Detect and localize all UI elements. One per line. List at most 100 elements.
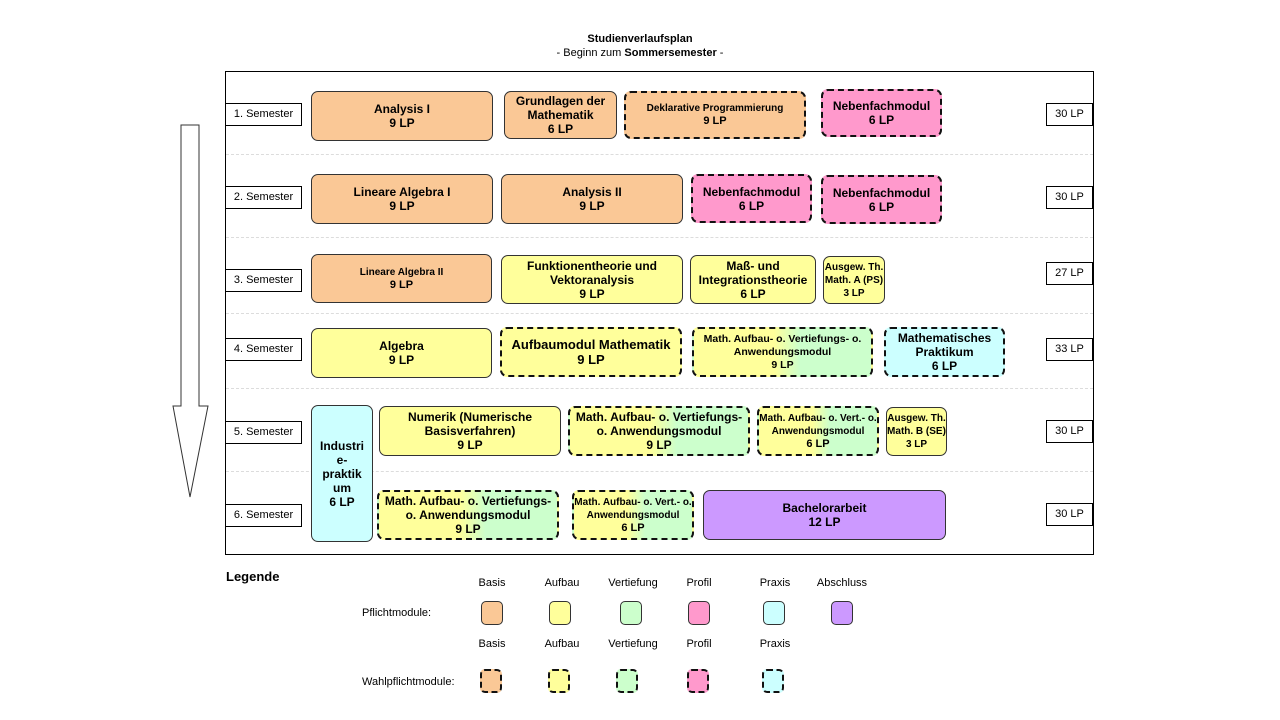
module-aufbau-vertiefung-anwendung-5a[interactable]: Math. Aufbau- o. Vertiefungs- o. Anwendu… [568,406,750,456]
legend-category: Praxis [759,638,791,650]
module-name: Analysis II [562,185,622,199]
module-aufbau-vertiefung-anwendung-6b[interactable]: Math. Aufbau- o. Vert.- o. Anwendungsmod… [572,490,694,540]
subtitle-prefix: - Beginn zum [556,47,625,59]
module-credits: 6 LP [806,437,830,450]
timeline-arrow-icon [172,124,209,498]
module-aufbau-vertiefung-anwendung-4[interactable]: Math. Aufbau- o. Vertiefungs- o. Anwendu… [692,327,873,377]
module-credits: 3 LP [843,287,865,299]
semester-label-5: 5. Semester [225,421,302,444]
module-credits: 6 LP [931,359,958,373]
module-name: Nebenfachmodul [702,184,801,199]
module-mass-integrationstheorie[interactable]: Maß- und Integrationstheorie 6 LP [690,255,816,304]
semester-credits-4: 33 LP [1046,338,1093,361]
semester-label-4: 4. Semester [225,338,302,361]
module-deklarative-programmierung[interactable]: Deklarative Programmierung 9 LP [624,91,806,139]
module-industriepraktikum[interactable]: Industrie-praktikum 6 LP [311,405,373,542]
module-nebenfach-2[interactable]: Nebenfachmodul 6 LP [691,174,812,223]
legend-swatch-abschluss [831,601,853,625]
semester-credits-6: 30 LP [1046,503,1093,526]
module-lineare-algebra-2[interactable]: Lineare Algebra II 9 LP [311,254,492,303]
module-nebenfach-1[interactable]: Nebenfachmodul 6 LP [821,89,942,137]
module-grundlagen-mathematik[interactable]: Grundlagen der Mathematik 6 LP [504,91,617,139]
semester-label-3: 3. Semester [225,269,302,292]
legend-category: Aufbau [544,638,580,650]
module-credits: 9 LP [389,116,415,130]
module-analysis-1[interactable]: Analysis I 9 LP [311,91,493,141]
module-algebra[interactable]: Algebra 9 LP [311,328,492,378]
module-credits: 6 LP [868,199,895,214]
module-bachelorarbeit[interactable]: Bachelorarbeit 12 LP [703,490,946,540]
module-name: Ausgew. Th. Math. B (SE) [887,413,946,437]
page-title: Studienverlaufsplan [440,33,840,45]
module-nebenfach-3[interactable]: Nebenfachmodul 6 LP [821,175,942,224]
legend-swatch-aufbau-wahl [548,669,570,693]
legend-swatch-praxis-wahl [762,669,784,693]
module-credits: 9 LP [389,278,414,291]
semester-credits-3: 27 LP [1046,262,1093,285]
module-credits: 3 LP [905,439,928,450]
subtitle-bold: Sommersemester [624,47,717,59]
module-credits: 6 LP [868,113,895,127]
module-name: Deklarative Programmierung [646,103,784,114]
module-name: Numerik (Numerische Basisverfahren) [407,410,533,438]
module-name: Grundlagen der Mathematik [515,94,606,122]
module-credits: 6 LP [738,198,765,213]
module-credits: 9 LP [771,358,794,371]
legend-swatch-vertiefung [620,601,642,625]
module-name: Math. Aufbau- o. Vert.- o. Anwendungsmod… [759,412,877,437]
row-separator [226,388,1093,389]
module-name: Nebenfachmodul [832,99,931,113]
legend-category: Abschluss [816,577,868,589]
legend-swatch-profil [688,601,710,625]
module-credits: 6 LP [621,521,645,534]
module-credits: 12 LP [808,515,841,529]
legend-swatch-vertiefung-wahl [616,669,638,693]
module-name: Mathematisches Praktikum [897,331,992,359]
legend-category: Praxis [759,577,791,589]
module-ausgewaehlte-themen-b[interactable]: Ausgew. Th. Math. B (SE) 3 LP [886,407,947,456]
module-name: Maß- und Integrationstheorie [698,258,808,287]
legend-category: Vertiefung [608,638,658,650]
semester-label-2: 2. Semester [225,186,302,209]
module-credits: 6 LP [740,286,766,301]
semester-label-1: 1. Semester [225,103,302,126]
legend-wahl-label: Wahlpflichtmodule: [362,676,455,688]
semester-credits-5: 30 LP [1046,420,1093,443]
legend-category: Profil [686,638,712,650]
module-name: Bachelorarbeit [782,501,867,515]
module-name: Algebra [379,339,424,353]
module-credits: 9 LP [579,286,605,301]
module-name: Nebenfachmodul [832,185,931,200]
legend-category: Basis [478,577,506,589]
legend-category: Aufbau [544,577,580,589]
subtitle-suffix: - [716,47,724,59]
row-separator [226,313,1093,314]
legend-category: Basis [478,638,506,650]
module-aufbau-vertiefung-anwendung-6a[interactable]: Math. Aufbau- o. Vertiefungs- o. Anwendu… [377,490,559,540]
module-funktionentheorie[interactable]: Funktionentheorie und Vektoranalysis 9 L… [501,255,683,304]
module-credits: 9 LP [455,522,481,536]
module-mathematisches-praktikum[interactable]: Mathematisches Praktikum 6 LP [884,327,1005,377]
semester-credits-1: 30 LP [1046,103,1093,126]
semester-credits-2: 30 LP [1046,186,1093,209]
module-numerik[interactable]: Numerik (Numerische Basisverfahren) 9 LP [379,406,561,456]
title-line-1: Studienverlaufsplan [587,33,693,45]
module-lineare-algebra-1[interactable]: Lineare Algebra I 9 LP [311,174,493,224]
module-name: Funktionentheorie und Vektoranalysis [527,258,657,287]
module-analysis-2[interactable]: Analysis II 9 LP [501,174,683,224]
module-name: Analysis I [373,102,431,116]
legend-swatch-praxis [763,601,785,625]
module-credits: 9 LP [579,199,605,213]
legend-swatch-aufbau [549,601,571,625]
module-name: Math. Aufbau- o. Vertiefungs- o. Anwendu… [575,410,743,438]
module-name: Ausgew. Th. Math. A (PS) [824,261,884,286]
module-ausgewaehlte-themen-a[interactable]: Ausgew. Th. Math. A (PS) 3 LP [823,256,885,304]
module-credits: 6 LP [329,494,355,509]
module-aufbaumodul-mathematik[interactable]: Aufbaumodul Mathematik 9 LP [500,327,682,377]
module-aufbau-vertiefung-anwendung-5b[interactable]: Math. Aufbau- o. Vert.- o. Anwendungsmod… [757,406,879,456]
row-separator [226,154,1093,155]
legend-pflicht-label: Pflichtmodule: [362,607,432,619]
legend-category: Profil [686,577,712,589]
module-name: Lineare Algebra I [353,185,451,199]
module-credits: 9 LP [703,115,727,127]
